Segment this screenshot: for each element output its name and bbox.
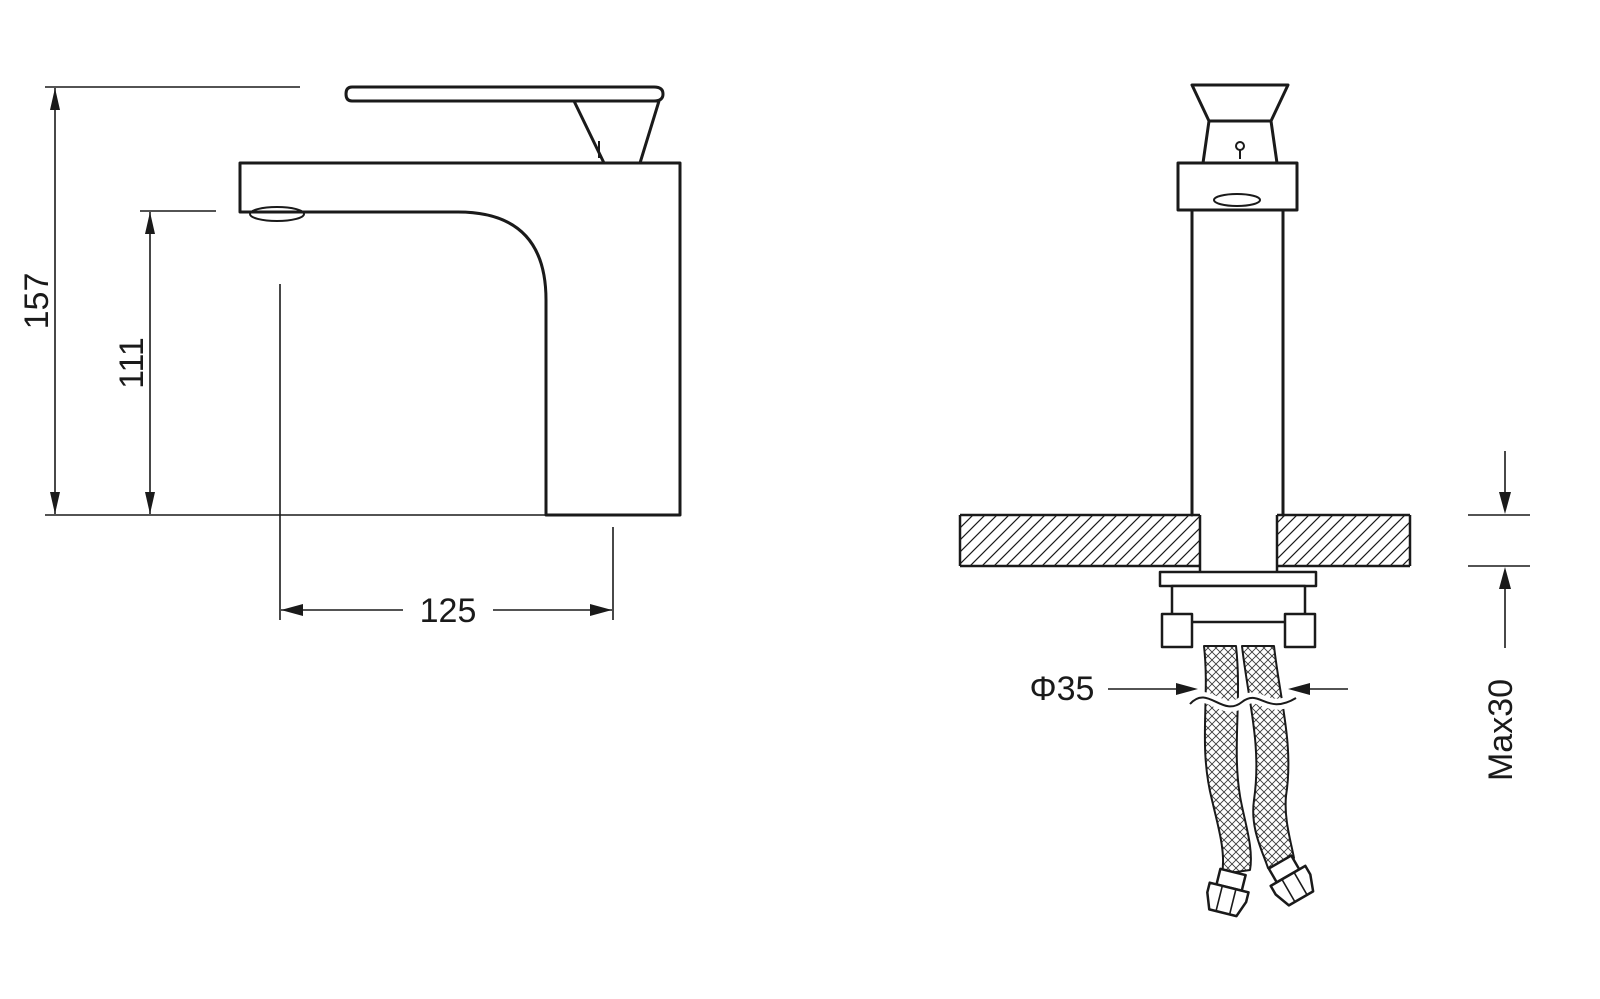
front-handle <box>1190 83 1290 165</box>
mounting-lug-right <box>1283 612 1317 649</box>
dimension-hole-diameter: Φ35 <box>1030 670 1348 708</box>
fitting-facets <box>1281 871 1308 902</box>
dimension-spout-height: 111 <box>113 210 216 514</box>
break-symbol <box>1189 696 1297 708</box>
front-view: Φ35 Max30 <box>958 83 1530 918</box>
front-body <box>1176 161 1299 572</box>
dim-label-overall-height: 157 <box>18 273 56 330</box>
mounting-hardware <box>1158 570 1318 649</box>
dim-label-hole-diameter: Φ35 <box>1030 670 1095 708</box>
arrowhead-right <box>590 604 612 616</box>
front-shank <box>1198 515 1279 572</box>
counter-outline <box>958 513 1412 568</box>
dimension-max-thickness: Max30 <box>1468 451 1530 781</box>
mounting-washer <box>1158 570 1318 588</box>
dimension-overall-height: 157 <box>18 86 548 516</box>
arrowhead-down <box>145 492 155 514</box>
front-set-screw <box>1235 141 1245 151</box>
dimension-spout-reach: 125 <box>279 284 614 630</box>
hose-fitting-right <box>1267 854 1315 907</box>
fitting-hex-nut <box>1269 864 1315 907</box>
counter-hatch-left <box>960 516 1200 565</box>
side-spout-outlet <box>249 206 305 222</box>
side-lever-handle <box>344 85 665 103</box>
arrowhead-right <box>1176 683 1198 695</box>
dim-label-max-thickness: Max30 <box>1482 679 1520 781</box>
arrowhead-left <box>281 604 303 616</box>
countertop-section <box>958 513 1412 568</box>
front-spout-block <box>1176 161 1299 212</box>
side-view <box>238 85 682 517</box>
supply-hoses <box>1185 645 1315 918</box>
hose-left <box>1203 645 1252 875</box>
mounting-nut <box>1170 584 1307 624</box>
front-column <box>1190 208 1285 517</box>
arrowhead-up <box>50 88 60 110</box>
counter-hatch-right <box>1277 516 1410 565</box>
dim-label-spout-height: 111 <box>113 337 151 389</box>
label-gap <box>403 593 493 627</box>
arrowhead-down <box>1499 492 1511 514</box>
arrowhead-left <box>1288 683 1310 695</box>
hose-fitting-left <box>1206 867 1250 918</box>
front-handle-cap <box>1190 83 1290 123</box>
hose-right <box>1241 645 1295 869</box>
arrowhead-up <box>1499 567 1511 589</box>
side-body-outline <box>238 161 682 517</box>
side-handle-stem <box>572 99 661 165</box>
arrowhead-up <box>145 212 155 234</box>
front-aerator <box>1213 193 1261 207</box>
fitting-facets <box>1215 885 1237 914</box>
mounting-lug-left <box>1160 612 1194 649</box>
dim-label-spout-reach: 125 <box>420 592 477 630</box>
arrowhead-down <box>50 492 60 514</box>
